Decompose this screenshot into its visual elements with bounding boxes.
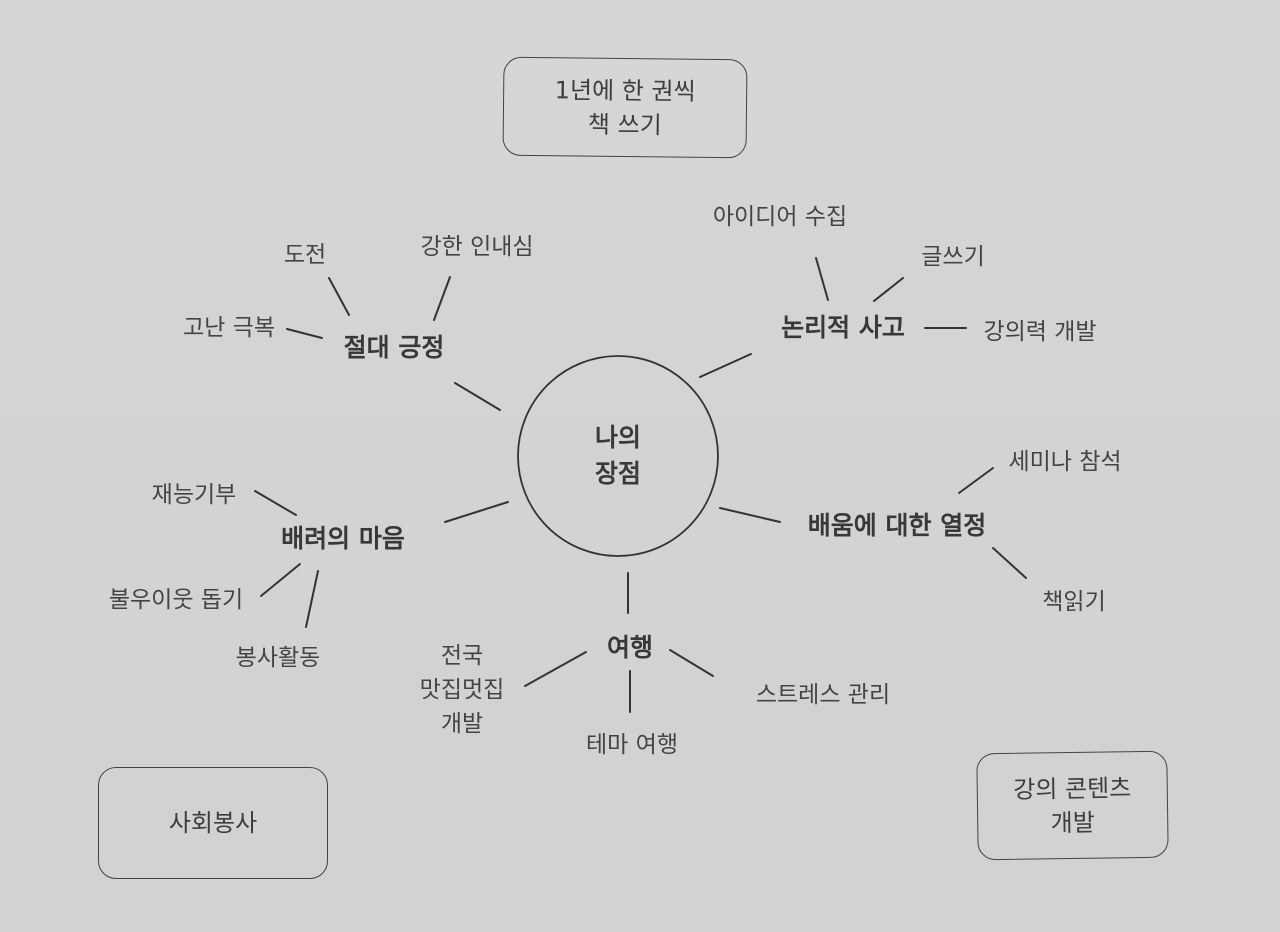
leaf-seminar: 세미나 참석	[1008, 449, 1122, 475]
goal-box-book-writing-line2: 책 쓰기	[587, 110, 662, 139]
connector-center-positive	[454, 382, 501, 411]
branch-caring-heart: 배려의 마음	[281, 524, 405, 553]
connector-writing	[873, 277, 904, 302]
connector-reading	[992, 547, 1027, 579]
leaf-overcome-hardship: 고난 극복	[183, 315, 275, 341]
leaf-theme-travel: 테마 여행	[586, 732, 678, 758]
goal-box-lecture-content-line2: 개발	[1050, 808, 1096, 837]
goal-box-social-service: 사회봉사	[98, 767, 328, 879]
leaf-help-neighbors: 불우이웃 돕기	[108, 587, 244, 613]
goal-box-lecture-content: 강의 콘텐츠 개발	[976, 750, 1169, 861]
leaf-restaurants: 전국 맛집멋집 개발	[420, 639, 505, 741]
branch-logical-thinking: 논리적 사고	[781, 313, 905, 342]
leaf-talent-donation: 재능기부	[151, 482, 237, 508]
connector-talent	[254, 490, 297, 516]
leaf-strong-patience: 강한 인내심	[420, 234, 534, 260]
connector-patience	[433, 276, 451, 321]
connector-center-care	[444, 501, 509, 523]
leaf-idea-collection: 아이디어 수집	[712, 204, 848, 230]
goal-box-social-service-line1: 사회봉사	[168, 809, 258, 837]
leaf-book-reading: 책읽기	[1042, 589, 1106, 615]
connector-seminar	[958, 467, 994, 494]
connector-center-logic	[699, 353, 752, 378]
center-node-line2: 장점	[594, 459, 642, 488]
leaf-volunteer: 봉사활동	[235, 645, 321, 671]
center-node: 나의 장점	[595, 420, 641, 492]
connector-overcome	[286, 328, 323, 339]
goal-box-book-writing: 1년에 한 권씩 책 쓰기	[502, 56, 748, 159]
leaf-writing: 글쓰기	[921, 244, 985, 270]
connector-restaurants	[524, 651, 587, 687]
goal-box-lecture-content-line1: 강의 콘텐츠	[1013, 773, 1132, 804]
connector-center-passion	[719, 507, 781, 523]
branch-travel: 여행	[606, 633, 654, 662]
connector-stress	[669, 649, 714, 677]
connector-neighbors	[260, 563, 301, 597]
leaf-restaurants-line3: 개발	[440, 711, 484, 737]
center-node-line1: 나의	[594, 423, 642, 452]
connector-volunteer	[305, 570, 319, 628]
leaf-restaurants-line1: 전국	[440, 643, 484, 669]
connector-challenge	[328, 277, 350, 316]
leaf-restaurants-line2: 맛집멋집	[419, 677, 505, 703]
leaf-stress-management: 스트레스 관리	[755, 682, 891, 708]
branch-passion-learning: 배움에 대한 열정	[807, 511, 987, 540]
goal-box-book-writing-line1: 1년에 한 권씩	[554, 75, 696, 106]
center-circle	[517, 355, 719, 557]
branch-absolute-positivity: 절대 긍정	[343, 333, 445, 362]
leaf-lecture-skill: 강의력 개발	[983, 319, 1097, 345]
leaf-challenge: 도전	[283, 242, 327, 268]
connector-ideas	[815, 257, 829, 301]
